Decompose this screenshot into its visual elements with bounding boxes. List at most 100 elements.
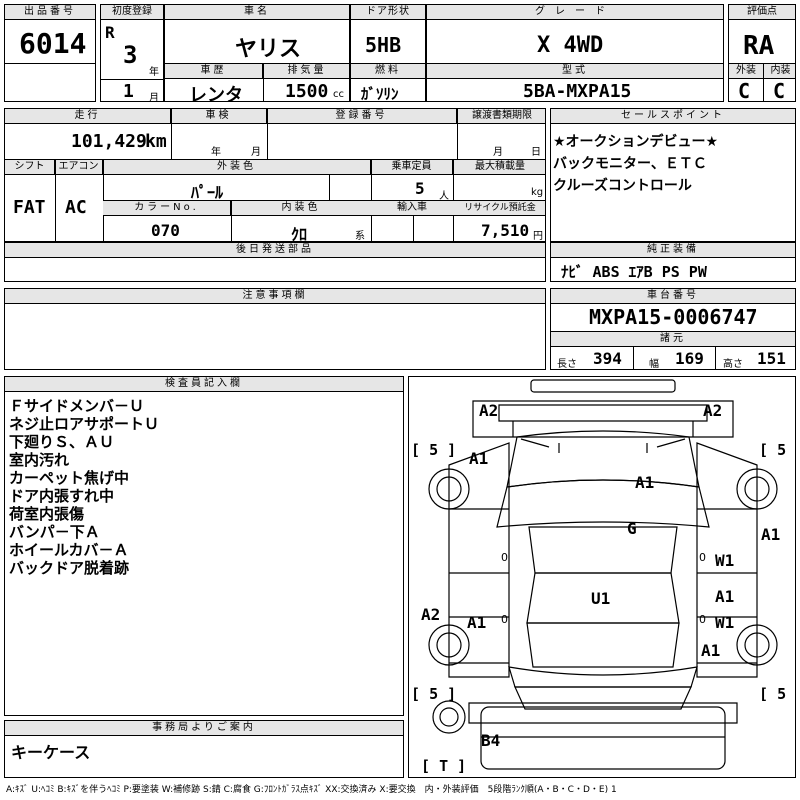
inspector-line-3: 下廻りＳ、ＡＵ — [9, 433, 115, 451]
fuel-label: 燃料 — [351, 64, 425, 79]
score-box: 評価点 RA 外装 内装 C C — [728, 4, 796, 102]
equipment-value: ﾅﾋﾞ ABS ｴｱB PS PW — [561, 263, 707, 281]
recycle-unit: 円 — [533, 231, 543, 242]
mark-a1-front-left: A1 — [469, 449, 489, 468]
office-label: 事務局よりご案内 — [5, 721, 403, 736]
width-label: 幅 — [649, 359, 659, 370]
int-color-value: ｸﾛ — [291, 225, 308, 242]
year-unit: 年 — [149, 67, 159, 78]
recycle-label: リサイクル預託金 — [453, 201, 545, 216]
lot-number-value: 6014 — [19, 27, 87, 60]
later-parts-label: 後日発送部品 — [5, 243, 545, 258]
length-value: 394 — [593, 349, 622, 368]
tire-front-right: [ 5 ] — [759, 441, 787, 459]
inspector-line-5: カーペット焦げ中 — [9, 469, 130, 487]
notes-box: 注意事項欄 — [4, 288, 546, 370]
mileage-value: 101,429 — [71, 131, 147, 152]
equipment-label: 純正装備 — [551, 243, 795, 258]
mark-a1-rear-left: A1 — [467, 613, 487, 632]
lot-number-label: 出品番号 — [5, 5, 95, 20]
mark-w1-upper: W1 — [715, 551, 735, 570]
inspection-month-unit: 月 — [251, 147, 261, 158]
inspector-line-1: Ｆサイドメンバ－Ｕ — [9, 397, 145, 415]
zero-left-2: 0 — [501, 613, 508, 626]
mark-a1-right: A1 — [761, 525, 781, 544]
recycle-value: 7,510 — [481, 221, 530, 240]
inspector-line-9: ホイールカバ－Ａ — [9, 541, 129, 559]
door-value: 5HB — [365, 33, 402, 57]
color-no-label: カラーNo. — [103, 201, 231, 216]
length-label: 長さ — [557, 359, 577, 370]
tire-rear-right: [ 5 ] — [759, 685, 787, 703]
inspector-line-2: ネジ止ロアサポートＵ — [9, 415, 160, 433]
mark-a2-left: A2 — [421, 605, 441, 624]
history-label: 車歴 — [165, 64, 263, 79]
spare-tire: [ T ] — [421, 757, 467, 775]
history-value: レンタ — [189, 85, 243, 102]
inspection-label: 車検 — [171, 109, 267, 124]
mileage-label: 走行 — [5, 109, 171, 124]
model-code-label: 型式 — [427, 64, 723, 79]
mark-u1-floor: U1 — [591, 589, 611, 608]
car-name-label: 車名 — [165, 5, 349, 20]
sales-point-line-2: バックモニター、ＥＴＣ — [553, 156, 707, 172]
car-diagram-box: A2 A2 A1 A1 G A1 W1 U1 A2 A1 A1 W1 A1 B4… — [408, 376, 796, 778]
color-no-value: 070 — [151, 221, 180, 240]
first-registration-box: 初度登録 R 3 年 1 月 — [100, 4, 164, 102]
import-label: 輸入車 — [371, 201, 453, 216]
exterior-value: C — [738, 79, 751, 102]
lot-number-box: 出品番号 6014 — [4, 4, 96, 102]
car-name-value: ヤリス — [235, 37, 302, 62]
mark-g-glass: G — [627, 519, 637, 538]
transfer-day-unit: 日 — [531, 147, 541, 158]
transfer-doc-label: 譲渡書類期限 — [457, 109, 545, 124]
mark-w1-lower: W1 — [715, 613, 735, 632]
equipment-box: 純正装備 ﾅﾋﾞ ABS ｴｱB PS PW — [550, 242, 796, 282]
capacity-label: 乗車定員 — [371, 160, 453, 175]
inspector-line-8: バンパ－下Ａ — [9, 523, 100, 541]
fuel-value: ｶﾞｿﾘﾝ — [361, 85, 399, 102]
era-letter: R — [105, 23, 115, 42]
inspection-year-unit: 年 — [211, 147, 221, 158]
inspector-line-10: バックドア脱着跡 — [9, 559, 130, 577]
grade-box: グレード X 4WD 型式 5BA-MXPA15 — [426, 4, 724, 102]
model-code-value: 5BA-MXPA15 — [523, 81, 632, 102]
inspector-line-7: 荷室内張傷 — [9, 505, 85, 523]
first-registration-label: 初度登録 — [101, 5, 163, 20]
ext-color-value: ﾊﾟｰﾙ — [191, 183, 224, 202]
car-body-diagram — [428, 379, 778, 770]
displacement-label: 排気量 — [263, 64, 349, 79]
height-label: 高さ — [723, 359, 743, 370]
displacement-value: 1500 — [285, 81, 329, 102]
sales-point-line-3: クルーズコントロール — [553, 178, 692, 194]
height-value: 151 — [757, 349, 786, 368]
registration-month: 1 — [123, 81, 134, 102]
office-value: キーケース — [11, 743, 91, 762]
zero-left: 0 — [501, 551, 508, 564]
sales-point-box: セールスポイント ★オークションデビュー★ バックモニター、ＥＴＣ クルーズコン… — [550, 108, 796, 242]
aircon-value: AC — [65, 197, 87, 218]
inspector-box: 検査員記入欄 Ｆサイドメンバ－Ｕ ネジ止ロアサポートＵ 下廻りＳ、ＡＵ 室内汚れ… — [4, 376, 404, 716]
inspector-line-6: ドア内張すれ中 — [9, 487, 115, 505]
tire-front-left: [ 5 ] — [411, 441, 457, 459]
door-label: ドア形状 — [351, 5, 425, 20]
mileage-unit: km — [145, 131, 167, 152]
tire-rear-left: [ 5 ] — [411, 685, 457, 703]
inspector-line-4: 室内汚れ — [9, 451, 70, 469]
int-color-label: 内装色 — [231, 201, 371, 216]
interior-label: 内装 — [764, 64, 795, 79]
transfer-month-unit: 月 — [493, 147, 503, 158]
door-box: ドア形状 5HB 燃料 ｶﾞｿﾘﾝ — [350, 4, 426, 102]
sales-point-label: セールスポイント — [551, 109, 795, 124]
chassis-value: MXPA15-0006747 — [589, 305, 758, 329]
score-value: RA — [743, 31, 775, 61]
registration-number-label: 登録番号 — [267, 109, 457, 124]
max-load-label: 最大積載量 — [453, 160, 545, 175]
capacity-value: 5 — [415, 179, 425, 198]
chassis-label: 車台番号 — [551, 289, 795, 304]
notes-label: 注意事項欄 — [5, 289, 545, 304]
month-unit: 月 — [149, 93, 159, 102]
office-box: 事務局よりご案内 キーケース — [4, 720, 404, 778]
shift-value: FAT — [13, 197, 46, 218]
exterior-label: 外装 — [729, 64, 763, 79]
